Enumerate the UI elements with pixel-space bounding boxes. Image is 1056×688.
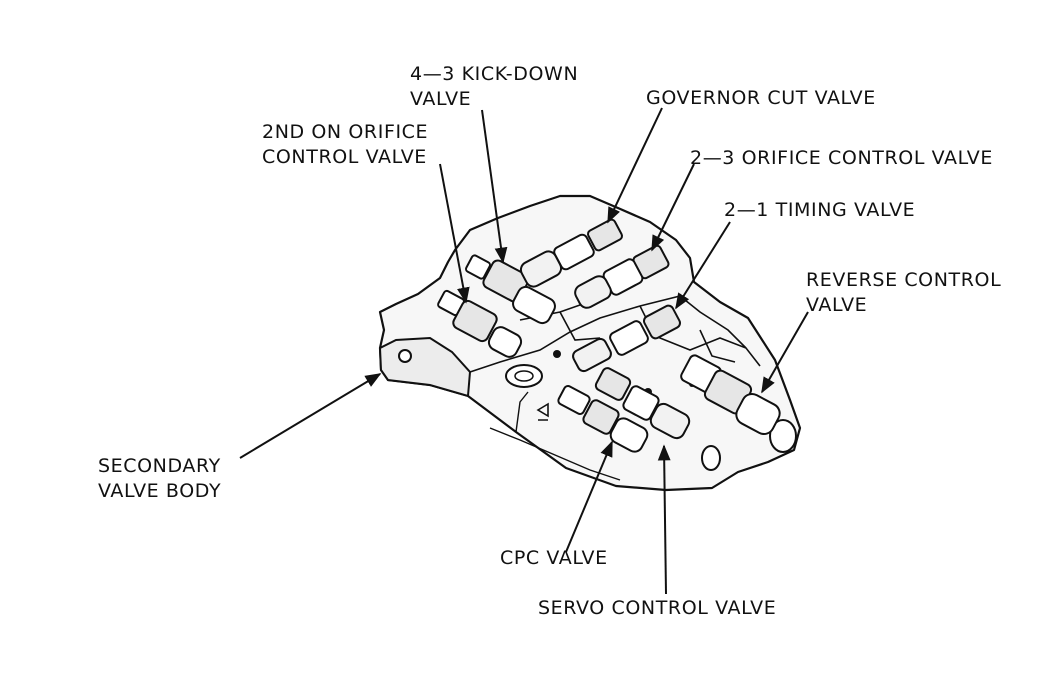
leader-lines — [239, 107, 809, 595]
label-second-on-orifice-control-valve: 2ND ON ORIFICE CONTROL VALVE — [262, 121, 429, 168]
servo-spool — [594, 367, 691, 440]
label-servo-control-valve: SERVO CONTROL VALVE — [538, 597, 777, 619]
label-governor-cut-valve: GOVERNOR CUT VALVE — [646, 87, 876, 109]
casting-ridges — [469, 295, 761, 373]
timing-21-spool — [572, 304, 681, 373]
label-timing-21-valve: 2—1 TIMING VALVE — [724, 199, 916, 221]
label-cpc-valve: CPC VALVE — [500, 547, 608, 569]
label-secondary-valve-body: SECONDARY VALVE BODY — [98, 455, 222, 502]
reverse-spool — [680, 354, 781, 435]
label-orifice-23-control-valve: 2—3 ORIFICE CONTROL VALVE — [690, 147, 993, 169]
label-reverse-control-valve: REVERSE CONTROL VALVE — [806, 269, 1002, 316]
cpc-spool — [557, 385, 649, 453]
orifice-23-spool — [574, 244, 670, 309]
label-kickdown-valve: 4—3 KICK-DOWN VALVE — [410, 63, 579, 110]
governor-spool — [519, 218, 623, 288]
kickdown-spool — [465, 254, 556, 325]
